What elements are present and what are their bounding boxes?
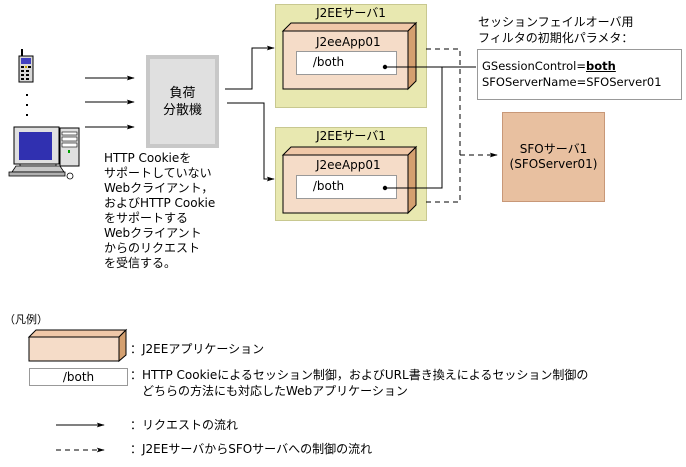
client-description-line: およびHTTP Cookie xyxy=(104,196,216,210)
legend-request-flow-label: ：リクエストの流れ xyxy=(130,418,239,432)
client-description-line: HTTP Cookieを xyxy=(104,151,192,165)
filter-params-caption-2: フィルタの初期化パラメタ： xyxy=(478,31,634,45)
legend-webapp-symbol: /both xyxy=(29,368,128,386)
control-flow-dashed-1 xyxy=(426,48,461,155)
lb-to-server2-arrow xyxy=(227,102,275,182)
legend-webapp-label-2: どちらの方法にも対応したWebアプリケーション xyxy=(142,384,408,398)
param-gsession-key: GSessionControl= xyxy=(482,59,586,73)
lb-to-server1-arrow xyxy=(225,45,275,90)
app-name-1: J2eeApp01 xyxy=(316,35,381,49)
client-description-line: Webクライアント， xyxy=(104,181,214,195)
vertical-ellipsis-icon xyxy=(26,94,28,116)
sfo-server: SFOサーバ1 (SFOServer01) xyxy=(502,112,605,202)
legend-j2ee-app-label: ：J2EEアプリケーション xyxy=(130,342,265,356)
param-gsession-control: GSessionControl=both xyxy=(482,59,616,74)
filter-params-box: GSessionControl=both SFOServerName=SFOSe… xyxy=(477,49,682,100)
j2ee-server-title: J2EEサーバ1 xyxy=(316,6,386,20)
legend-webapp-label-1: ：HTTP Cookieによるセッション制御，およびURL書き換えによるセッショ… xyxy=(130,368,589,382)
legend-webapp-text: /both xyxy=(62,370,95,384)
load-balancer-label-1: 負荷 xyxy=(169,86,196,101)
webapp-path-1: /both xyxy=(312,55,345,69)
webapp-path-2: /both xyxy=(312,179,345,193)
client-description-line: を受信する。 xyxy=(104,256,177,270)
param-sfo-server-name: SFOServerName=SFOServer01 xyxy=(482,75,662,89)
sfo-server-name: SFOサーバ1 xyxy=(519,142,588,156)
legend-title: （凡例） xyxy=(4,313,48,326)
client-description-line: をサポートする xyxy=(104,211,189,225)
load-balancer: 負荷 分散機 xyxy=(146,55,219,148)
param-connector-2 xyxy=(384,67,443,189)
param-gsession-value: both xyxy=(586,59,616,73)
legend-control-flow-label: ：J2EEサーバからSFOサーバへの制御の流れ xyxy=(130,442,373,456)
client-description: HTTP Cookieを サポートしていない Webクライアント， およびHTT… xyxy=(104,151,215,271)
legend-j2ee-app-symbol xyxy=(27,328,128,363)
webapp-box-1: /both xyxy=(296,51,397,75)
filter-params-caption-1: セッションフェイルオーバ用 xyxy=(478,15,634,29)
client-description-line: Webクライアント xyxy=(104,226,202,240)
control-flow-dashed-2 xyxy=(426,152,498,203)
app-name-2: J2eeApp01 xyxy=(316,158,381,172)
client-description-line: サポートしていない xyxy=(104,166,212,180)
desktop-computer-icon xyxy=(8,126,80,180)
webapp-box-2: /both xyxy=(296,175,397,199)
j2ee-server-title: J2EEサーバ1 xyxy=(316,129,386,143)
client-description-line: からのリクエスト xyxy=(104,241,201,255)
sfo-server-id: (SFOServer01) xyxy=(509,157,598,171)
mobile-phone-icon xyxy=(18,49,34,83)
load-balancer-label-2: 分散機 xyxy=(162,103,202,118)
